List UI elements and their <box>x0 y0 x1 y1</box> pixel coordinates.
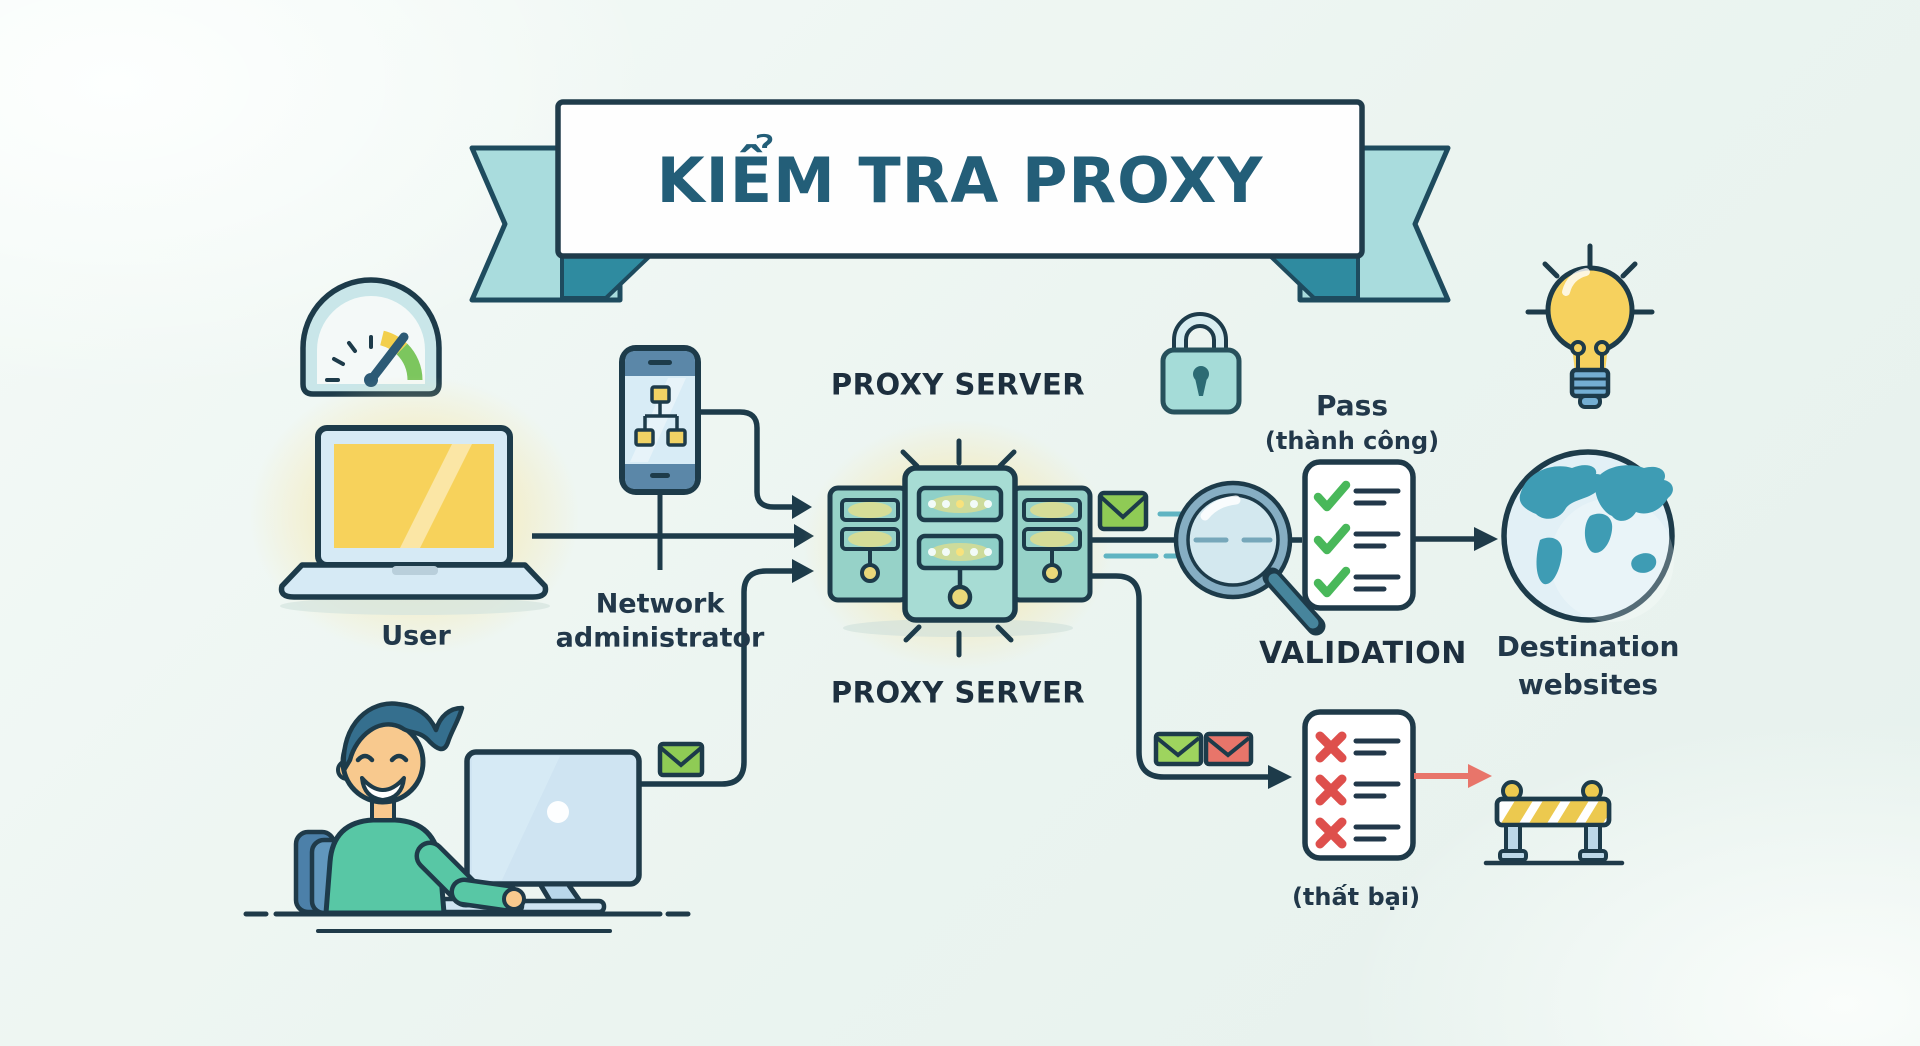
user-label: User <box>381 620 451 652</box>
network-admin-label-line2: administrator <box>555 622 765 654</box>
smile <box>360 776 406 802</box>
destination-label-line1: Destination <box>1496 630 1680 663</box>
laptop-icon <box>250 375 580 655</box>
flow-path-proxy-to-fail <box>1088 573 1292 789</box>
fail-label: (thất bại) <box>1291 883 1421 911</box>
flow-arrow-monitor-to-proxy <box>638 559 814 787</box>
desk-lines <box>243 911 691 933</box>
pass-sublabel: (thành công) <box>1264 427 1440 455</box>
flow-arrow-fail-to-barrier <box>1414 764 1492 788</box>
magnifier-icon <box>1173 480 1326 636</box>
globe-icon <box>1501 449 1675 623</box>
network-admin-label-line1: Network <box>595 588 725 620</box>
proxy-server-label-top: PROXY SERVER <box>830 367 1086 402</box>
padlock-icon <box>1160 312 1242 415</box>
hair <box>341 701 465 773</box>
checklist-pass-icon <box>1302 459 1416 611</box>
lightbulb-icon <box>1525 243 1655 409</box>
envelope-green-icon <box>1153 731 1204 767</box>
smartphone-network-icon <box>619 345 701 570</box>
envelope-green-icon <box>657 741 705 778</box>
proxy-server-label-bottom: PROXY SERVER <box>830 675 1086 710</box>
flow-arrow-phone-to-proxy <box>695 409 812 519</box>
pass-label: Pass <box>1316 389 1388 422</box>
hand <box>502 887 526 911</box>
desktop-monitor-icon <box>464 749 642 915</box>
server-stack-icon <box>803 420 1113 670</box>
flow-arrow-checklist-to-globe <box>1414 527 1498 551</box>
ribbon-banner <box>469 99 1451 303</box>
roadblock-barrier-icon <box>1483 780 1625 866</box>
sunburst-rays <box>900 438 1017 658</box>
envelope-green-icon <box>1097 490 1149 532</box>
page-title: KIỂM TRA PROXY <box>656 144 1264 217</box>
person-at-computer-illustration <box>243 701 705 933</box>
validation-label: VALIDATION <box>1259 636 1467 671</box>
envelope-red-icon <box>1203 731 1254 767</box>
checklist-fail-icon <box>1302 709 1416 861</box>
destination-label-line2: websites <box>1517 668 1659 701</box>
speedometer-icon <box>300 277 442 397</box>
